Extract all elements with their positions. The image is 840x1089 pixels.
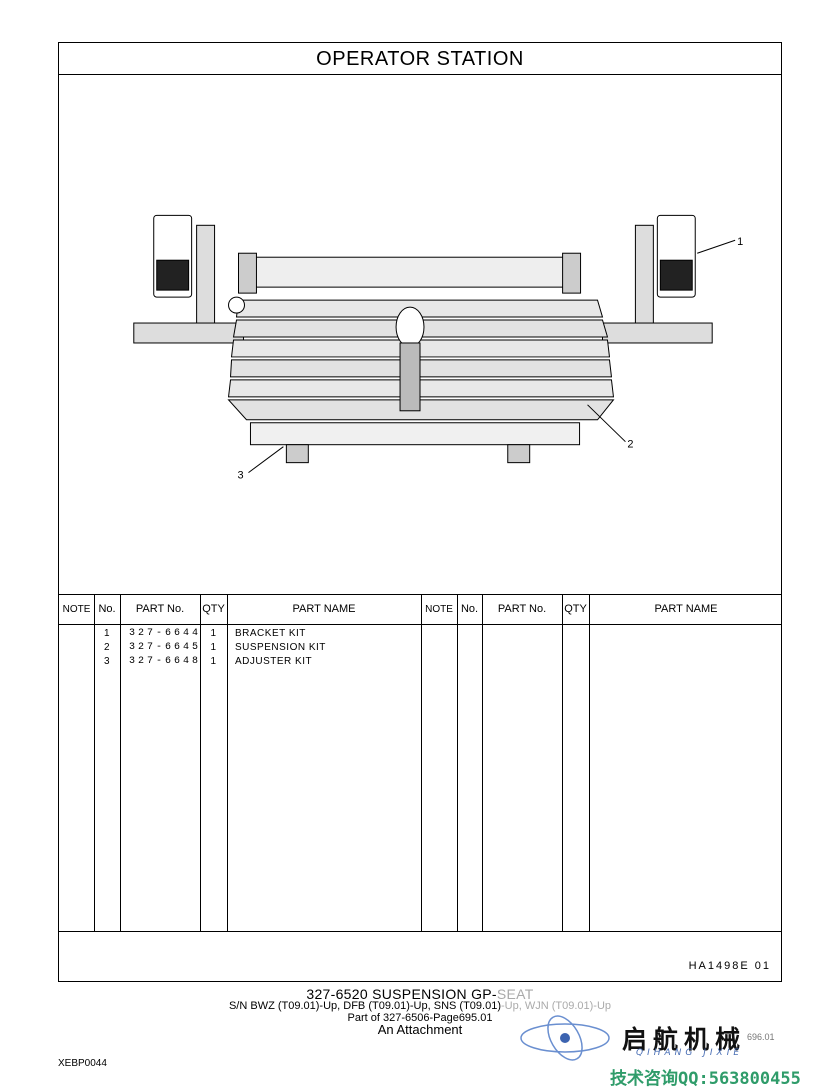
col-divider [200,594,201,931]
col-divider [421,594,422,931]
col-divider [227,594,228,931]
page-title: OPERATOR STATION [59,43,781,75]
header-qty-right: QTY [564,603,587,615]
header-no-right: No. [460,603,479,615]
col-divider [120,594,121,931]
watermark-contact: 技术咨询QQ:563800455 [610,1069,801,1089]
row-qty: 1 [210,642,217,653]
callout-3: 3 [238,470,244,482]
row-no: 1 [103,628,111,639]
header-no-left: No. [98,603,116,615]
header-qty-left: QTY [202,603,225,615]
assembly-title-faded: SEAT [496,986,534,1002]
row-part-name: ADJUSTER KIT [235,656,313,667]
callout-2: 2 [627,439,633,451]
col-divider [589,594,590,931]
col-divider [482,594,483,931]
callout-1: 1 [737,236,743,248]
parts-table-header: NOTE No. PART No. QTY PART NAME NOTE No.… [59,594,781,625]
serial-numbers-main: S/N BWZ (T09.01)-Up, DFB (T09.01)-Up, SN… [228,1000,501,1012]
part-of-reference: Part of 327-6506-Page695.01 [347,1012,493,1024]
illustration-code: HA1498E 01 [688,960,771,972]
serial-numbers-faded: -Up, WJN (T09.01)-Up [500,1000,612,1012]
row-no: 2 [103,642,111,653]
row-qty: 1 [210,628,217,639]
col-divider [457,594,458,931]
header-note-right: NOTE [425,604,453,615]
serial-numbers: S/N BWZ (T09.01)-Up, DFB (T09.01)-Up, SN… [0,1000,840,1012]
row-no: 3 [103,656,111,667]
suspension-illustration: 1 2 3 [133,214,743,482]
watermark-logo-icon [520,1015,610,1061]
col-divider [94,594,95,931]
header-partno-right: PART No. [497,603,547,615]
header-partname-left: PART NAME [292,603,356,615]
assembly-title: 327-6520 SUSPENSION GP-SEAT [0,986,840,1002]
watermark-pinyin: QIHANG JIXIE [636,1048,744,1058]
attachment-note: An Attachment [377,1022,463,1037]
document-id: XEBP0044 [58,1058,107,1069]
row-part-name: BRACKET KIT [235,628,306,639]
header-partname-right: PART NAME [654,603,718,615]
row-part-name: SUSPENSION KIT [235,642,326,653]
row-qty: 1 [210,656,217,667]
header-note-left: NOTE [62,604,91,615]
header-partno-left: PART No. [135,603,185,615]
watermark-chinese: 启航机械 [622,1025,747,1054]
footer-divider [59,931,781,932]
row-part-no: 327-6644 [129,628,202,639]
row-part-no: 327-6648 [129,656,202,667]
col-divider [562,594,563,931]
page-frame: OPERATOR STATION [58,42,782,982]
page-number: 696.01 [747,1032,775,1042]
row-part-no: 327-6645 [129,642,202,653]
assembly-title-main: 327-6520 SUSPENSION GP- [306,986,497,1002]
